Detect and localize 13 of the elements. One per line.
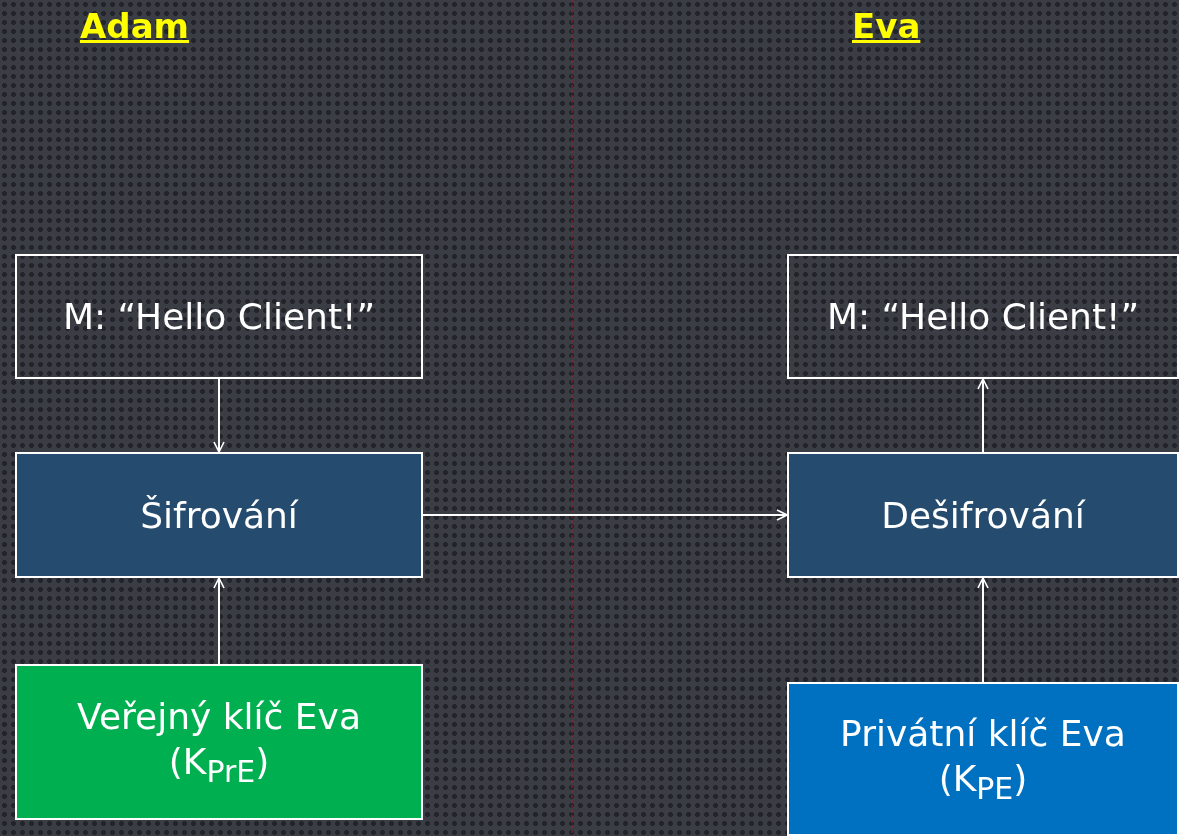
message-box: M: “Hello Client!” — [15, 254, 423, 379]
process-box: Šifrování — [15, 452, 423, 578]
arrow — [977, 577, 989, 683]
message-box: M: “Hello Client!” — [787, 254, 1179, 379]
arrow — [422, 509, 788, 521]
heading: Eva — [852, 6, 921, 46]
process-box: Dešifrování — [787, 452, 1179, 578]
arrow — [977, 378, 989, 453]
arrow — [213, 378, 225, 453]
key-box: Privátní klíč Eva (K$_{PE}$) — [787, 682, 1179, 836]
key-box: Veřejný klíč Eva (K$_{PrE}$) — [15, 664, 423, 820]
arrow — [213, 577, 225, 665]
heading: Adam — [80, 6, 190, 46]
